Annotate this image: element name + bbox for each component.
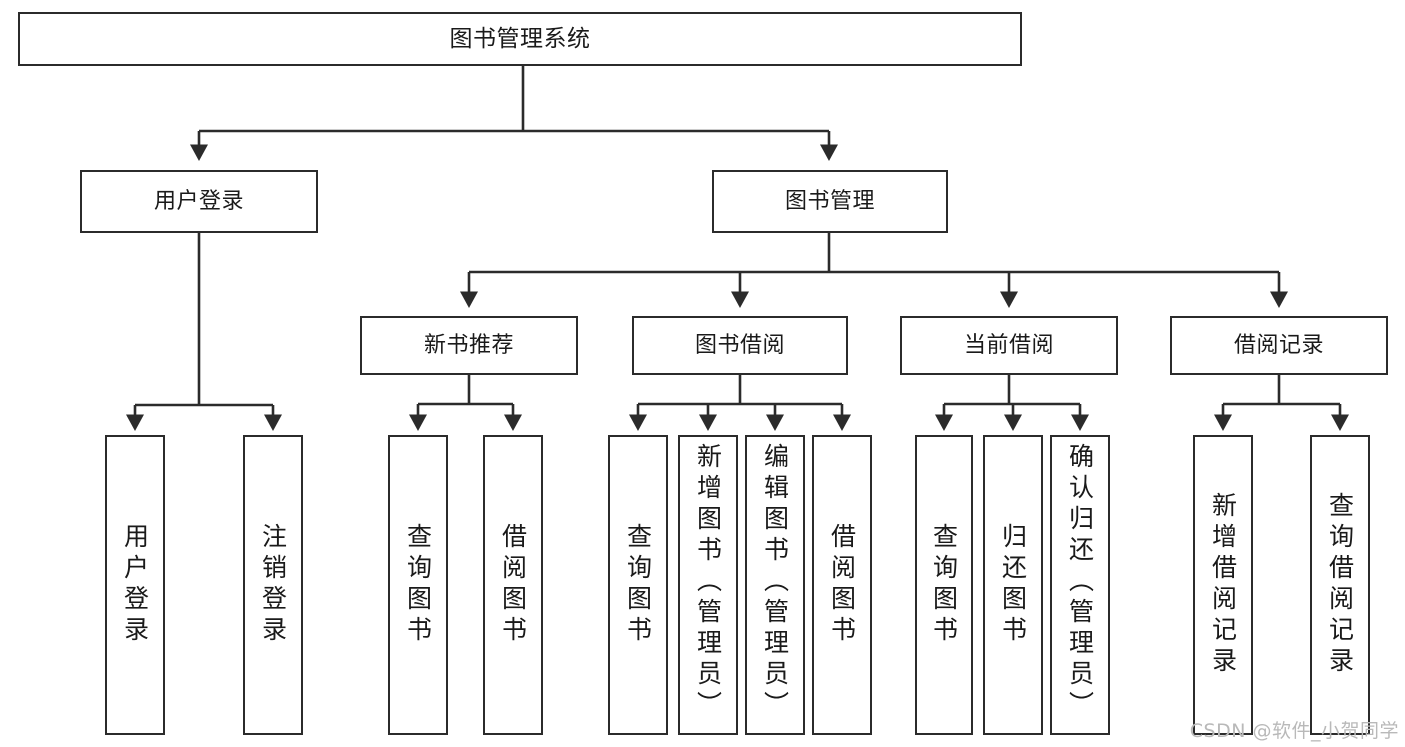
leaf-add-record-label: 新增借阅记录: [1208, 492, 1238, 678]
node-current-borrow[interactable]: 当前借阅: [900, 316, 1118, 375]
leaf-user-logout-label: 注销登录: [258, 523, 288, 647]
leaf-edit-book[interactable]: 编辑图书（管理员）: [745, 435, 805, 735]
node-borrow-record[interactable]: 借阅记录: [1170, 316, 1388, 375]
node-book-borrow[interactable]: 图书借阅: [632, 316, 848, 375]
node-book-manage-label: 图书管理: [784, 188, 875, 214]
leaf-query-record-label: 查询借阅记录: [1325, 492, 1355, 678]
leaf-query-book-3[interactable]: 查询图书: [915, 435, 973, 735]
leaf-query-book-2[interactable]: 查询图书: [608, 435, 668, 735]
node-root[interactable]: 图书管理系统: [18, 12, 1022, 66]
node-user-login[interactable]: 用户登录: [80, 170, 318, 233]
node-borrow-record-label: 借阅记录: [1233, 332, 1324, 358]
leaf-return-book[interactable]: 归还图书: [983, 435, 1043, 735]
leaf-borrow-book-2-label: 借阅图书: [827, 523, 857, 647]
leaf-query-book-3-label: 查询图书: [929, 523, 959, 647]
node-book-manage[interactable]: 图书管理: [712, 170, 948, 233]
node-current-borrow-label: 当前借阅: [963, 332, 1054, 358]
leaf-query-book-2-label: 查询图书: [623, 523, 653, 647]
leaf-add-book[interactable]: 新增图书（管理员）: [678, 435, 738, 735]
leaf-confirm-return-label: 确认归还（管理员）: [1065, 443, 1095, 722]
node-new-book-rec[interactable]: 新书推荐: [360, 316, 578, 375]
leaf-query-book-1[interactable]: 查询图书: [388, 435, 448, 735]
leaf-borrow-book-1[interactable]: 借阅图书: [483, 435, 543, 735]
node-book-borrow-label: 图书借阅: [694, 332, 785, 358]
leaf-add-record[interactable]: 新增借阅记录: [1193, 435, 1253, 735]
leaf-user-logout[interactable]: 注销登录: [243, 435, 303, 735]
leaf-user-login-label: 用户登录: [120, 523, 150, 647]
node-root-label: 图书管理系统: [449, 25, 591, 52]
leaf-borrow-book-2[interactable]: 借阅图书: [812, 435, 872, 735]
leaf-user-login[interactable]: 用户登录: [105, 435, 165, 735]
leaf-query-record[interactable]: 查询借阅记录: [1310, 435, 1370, 735]
leaf-edit-book-label: 编辑图书（管理员）: [760, 443, 790, 722]
leaf-confirm-return[interactable]: 确认归还（管理员）: [1050, 435, 1110, 735]
leaf-add-book-label: 新增图书（管理员）: [693, 443, 723, 722]
leaf-return-book-label: 归还图书: [998, 523, 1028, 647]
leaf-borrow-book-1-label: 借阅图书: [498, 523, 528, 647]
leaf-query-book-1-label: 查询图书: [403, 523, 433, 647]
node-user-login-label: 用户登录: [153, 188, 244, 214]
node-new-book-rec-label: 新书推荐: [423, 332, 514, 358]
